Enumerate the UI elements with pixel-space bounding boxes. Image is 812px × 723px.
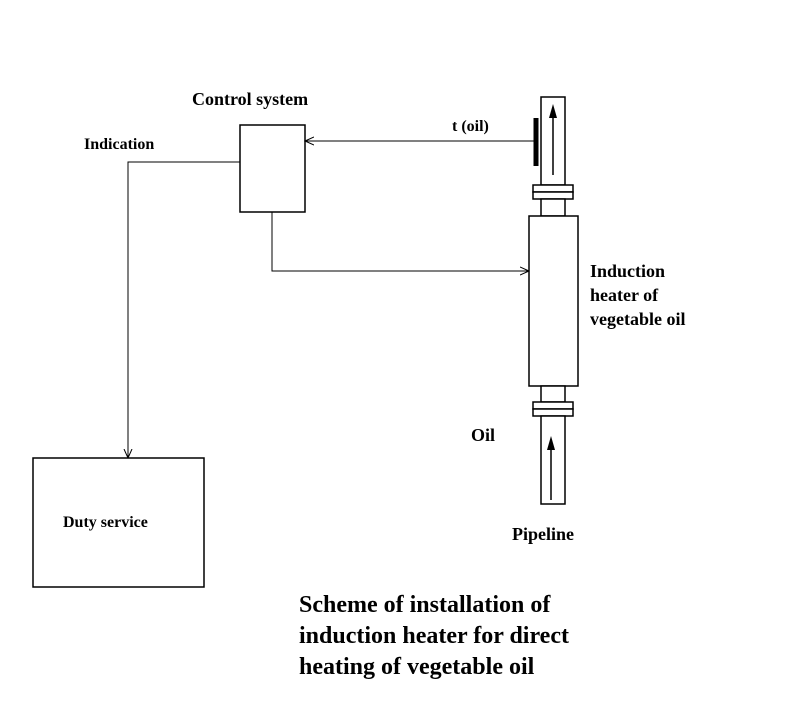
lower-flange-bottom	[532, 408, 574, 417]
caption-line3: heating of vegetable oil	[299, 654, 535, 680]
upper-flange-bottom	[532, 191, 574, 200]
heater-label-line1: Induction	[590, 261, 665, 281]
oil-label: Oil	[471, 425, 495, 445]
upper-connector	[540, 198, 566, 217]
control-system-label: Control system	[192, 89, 308, 109]
lower-pipe-arrowhead	[547, 436, 555, 450]
caption-line1: Scheme of installation of	[299, 592, 551, 618]
lower-flange-top	[532, 401, 574, 410]
indication-label: Indication	[84, 136, 154, 153]
heater-label-line3: vegetable oil	[590, 309, 685, 329]
duty-service-label: Duty service	[63, 514, 148, 531]
heater-label-line2: heater of	[590, 285, 659, 305]
caption-line2: induction heater for direct	[299, 623, 569, 649]
lower-connector	[540, 385, 566, 403]
indication-line	[128, 161, 240, 458]
induction-heater	[528, 215, 579, 387]
control-line	[271, 212, 529, 271]
control-system-box	[239, 124, 306, 213]
upper-flange-top	[532, 184, 574, 193]
upper-pipe-arrowhead	[549, 104, 557, 118]
t-oil-label: t (oil)	[452, 118, 489, 135]
pipeline-label: Pipeline	[512, 524, 574, 544]
lower-pipe	[540, 415, 566, 505]
duty-service-box	[32, 457, 205, 588]
